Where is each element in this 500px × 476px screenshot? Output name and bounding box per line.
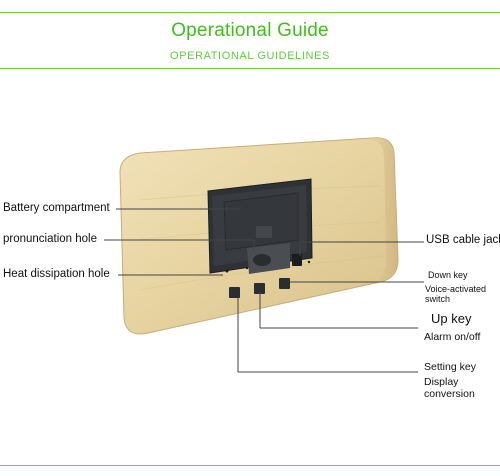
up-key-button xyxy=(254,283,265,294)
label-setting-key: Setting key xyxy=(424,361,476,373)
bottom-divider xyxy=(0,465,500,466)
heat-dissipation-hole xyxy=(225,269,229,273)
pronunciation-hole xyxy=(253,254,271,266)
label-heat-dissipation-hole: Heat dissipation hole xyxy=(3,268,110,280)
leader-lines xyxy=(104,208,424,373)
label-display-line1: Display xyxy=(424,376,459,388)
battery-compartment-cover xyxy=(223,192,299,251)
label-usb-cable-jack: USB cable jack xyxy=(426,234,500,246)
page-subtitle: OPERATIONAL GUIDELINES xyxy=(170,50,330,62)
label-pronunciation-hole: pronunciation hole xyxy=(3,233,97,245)
label-display-line2: conversion xyxy=(424,388,475,400)
page-title: Operational Guide xyxy=(171,20,329,41)
label-down-key: Down key xyxy=(428,270,468,280)
header-divider xyxy=(0,68,500,69)
label-voice-line1: Voice-activated xyxy=(425,284,487,294)
usb-jack xyxy=(292,254,302,266)
down-key-button xyxy=(279,278,290,289)
label-display-conversion: Display conversion xyxy=(424,376,475,400)
label-battery-compartment: Battery compartment xyxy=(3,202,110,214)
label-up-key: Up key xyxy=(431,311,472,326)
label-voice-line2: switch xyxy=(425,294,451,304)
top-divider xyxy=(0,12,500,13)
label-alarm-on-off: Alarm on/off xyxy=(424,331,481,343)
battery-latch xyxy=(256,226,272,238)
setting-key-button xyxy=(229,287,240,298)
label-voice-activated-switch: Voice-activated switch xyxy=(425,284,486,304)
